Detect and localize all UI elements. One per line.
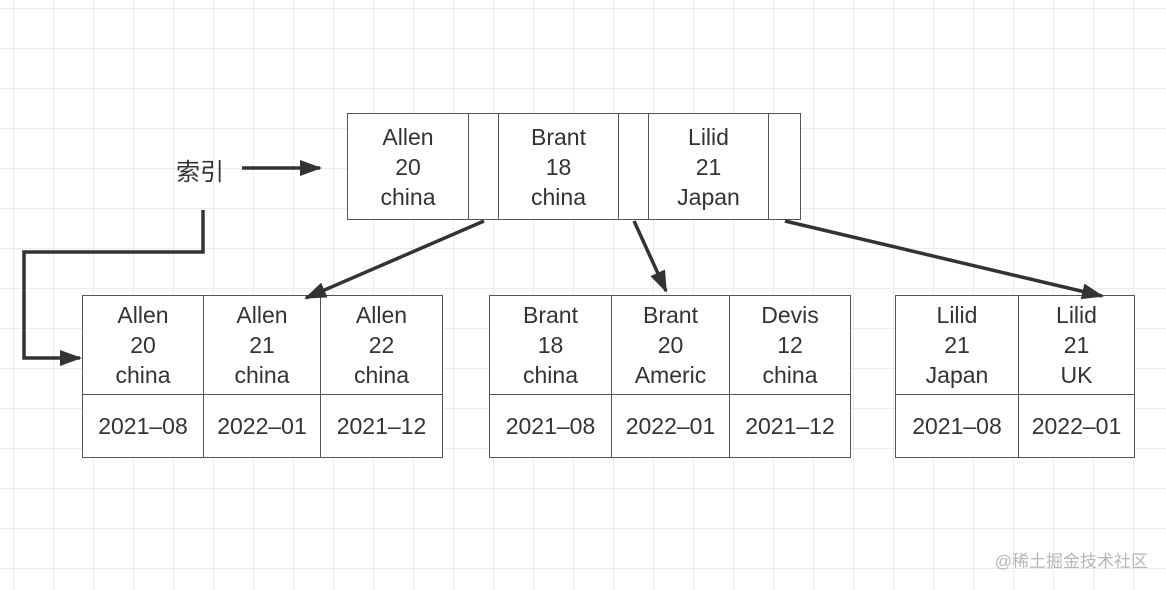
root-to-leaf-3-arrow xyxy=(784,219,1104,300)
record-name: Allen xyxy=(355,302,408,328)
record-date: 2022–01 xyxy=(1031,413,1122,439)
record-age: 21 xyxy=(249,332,275,358)
record-age: 12 xyxy=(777,332,803,358)
root-key-name: Lilid xyxy=(688,123,729,150)
root-key-country: china xyxy=(380,183,436,210)
record-date: 2022–01 xyxy=(625,413,716,439)
leaf-node-allen: Allen 20 china 2021–08 Allen 21 china 20… xyxy=(82,295,443,458)
root-key-3: Lilid 21 Japan xyxy=(648,114,768,219)
root-pointer-2 xyxy=(618,114,648,219)
index-elbow-arrow xyxy=(22,210,205,366)
root-key-age: 20 xyxy=(395,153,421,180)
record-name: Brant xyxy=(643,302,698,328)
leaf-node-brant: Brant 18 china 2021–08 Brant 20 Americ 2… xyxy=(489,295,851,458)
record-date: 2021–08 xyxy=(505,413,596,439)
record-age: 21 xyxy=(944,332,970,358)
leaf-record: Brant 18 china 2021–08 xyxy=(490,296,611,457)
record-age: 21 xyxy=(1063,332,1090,358)
record-age: 20 xyxy=(130,332,156,358)
root-to-leaf-1-arrow xyxy=(304,219,485,300)
root-key-age: 18 xyxy=(545,153,572,180)
root-key-name: Brant xyxy=(531,123,586,150)
record-name: Allen xyxy=(236,302,288,328)
record-age: 22 xyxy=(368,332,395,358)
root-key-age: 21 xyxy=(695,153,722,180)
record-country: china xyxy=(762,362,818,388)
leaf-record: Allen 21 china 2022–01 xyxy=(203,296,320,457)
root-pointer-1 xyxy=(468,114,498,219)
record-country: china xyxy=(354,362,409,388)
leaf-record: Allen 22 china 2021–12 xyxy=(320,296,442,457)
record-country: china xyxy=(523,362,578,388)
record-age: 20 xyxy=(657,332,684,358)
root-node: Allen 20 china Brant 18 china Lilid 21 J… xyxy=(347,113,801,220)
leaf-record: Lilid 21 Japan 2021–08 xyxy=(896,296,1018,457)
record-name: Allen xyxy=(117,302,169,328)
root-key-2: Brant 18 china xyxy=(498,114,618,219)
record-country: UK xyxy=(1060,362,1093,388)
record-name: Devis xyxy=(761,302,819,328)
root-key-country: china xyxy=(531,183,586,210)
record-name: Brant xyxy=(523,302,578,328)
root-pointer-3 xyxy=(768,114,798,219)
record-date: 2021–08 xyxy=(98,413,188,439)
record-age: 18 xyxy=(537,332,564,358)
root-key-country: Japan xyxy=(677,183,740,210)
record-country: china xyxy=(115,362,171,388)
root-key-1: Allen 20 china xyxy=(348,114,468,219)
root-to-leaf-2-arrow xyxy=(632,220,668,293)
leaf-node-lilid: Lilid 21 Japan 2021–08 Lilid 21 UK 2022–… xyxy=(895,295,1135,458)
record-date: 2021–08 xyxy=(912,413,1002,439)
record-country: Japan xyxy=(925,362,989,388)
record-country: Americ xyxy=(634,362,707,388)
record-name: Lilid xyxy=(936,302,978,328)
leaf-record: Allen 20 china 2021–08 xyxy=(83,296,203,457)
record-date: 2021–12 xyxy=(745,413,835,439)
record-name: Lilid xyxy=(1056,302,1097,328)
record-date: 2022–01 xyxy=(217,413,307,439)
leaf-record: Brant 20 Americ 2022–01 xyxy=(611,296,729,457)
record-country: china xyxy=(234,362,290,388)
record-date: 2021–12 xyxy=(336,413,427,439)
leaf-record: Lilid 21 UK 2022–01 xyxy=(1018,296,1134,457)
root-key-name: Allen xyxy=(382,123,434,150)
leaf-record: Devis 12 china 2021–12 xyxy=(729,296,850,457)
watermark: @稀土掘金技术社区 xyxy=(994,552,1148,571)
index-label: 索引 xyxy=(176,159,224,186)
